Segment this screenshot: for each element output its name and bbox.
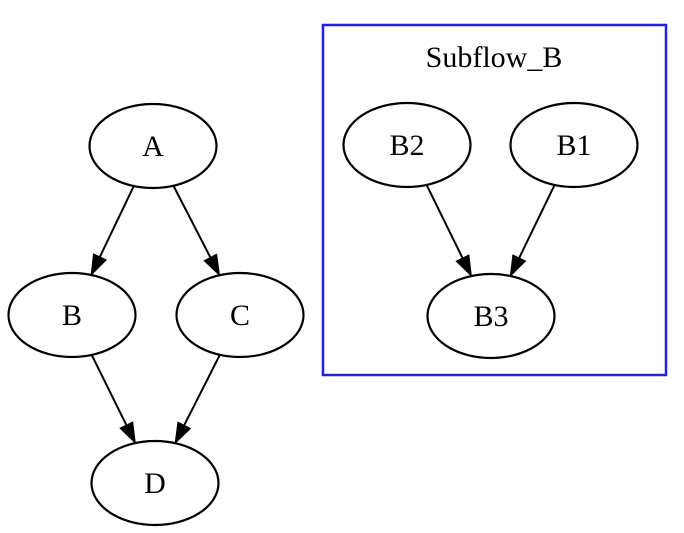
edge-C-D [182,354,221,428]
edge-B2-B3 [425,184,465,261]
edge-A-B-arrowhead-icon [90,253,107,277]
node-B-ellipse [7,271,137,359]
node-B3-label: B3 [473,300,508,333]
edge-B-D-arrowhead-icon [119,421,136,445]
node-A-label: A [142,130,164,163]
node-C-label: C [230,299,250,332]
node-B3-ellipse [426,272,556,360]
edge-A-B [98,185,135,260]
edge-B2-B3-arrowhead-icon [455,254,473,278]
node-B-label: B [62,299,82,332]
edge-B1-B3-arrowhead-icon [509,254,527,278]
edge-A-C-arrowhead-icon [203,253,221,277]
edge-A-C [172,185,213,260]
node-D-ellipse [90,439,220,527]
node-B1-label: B1 [556,129,591,162]
node-C-ellipse [175,271,305,359]
edge-B-D [90,354,129,428]
node-B2-label: B2 [389,129,424,162]
cluster-subflow-b-label: Subflow_B [426,41,563,74]
node-D-label: D [144,467,166,500]
node-B1-ellipse [509,101,639,189]
edge-C-D-arrowhead-icon [174,421,192,445]
node-A-ellipse [88,102,218,190]
node-B2-ellipse [342,101,472,189]
edge-B1-B3 [517,184,556,261]
cluster-subflow-b-box [321,23,668,377]
